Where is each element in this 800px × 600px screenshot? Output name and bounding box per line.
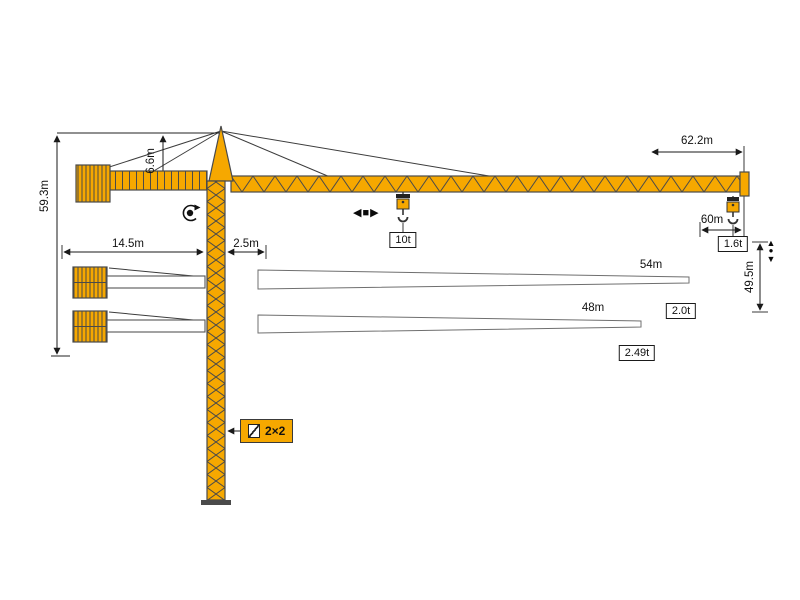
ballast-assembly-1	[72, 266, 206, 299]
jib-option-54m-bar	[257, 269, 690, 290]
rear-offset-label: 2.5m	[233, 238, 259, 250]
trolley-left-arrow-icon: ◀	[353, 207, 363, 219]
dimension-lines	[53, 135, 764, 355]
hoist-travel-icon: ▲ ● ▼	[763, 238, 779, 264]
hoist-dot-icon: ●	[768, 246, 774, 255]
tip-load-48m-box: 2.49t	[618, 345, 656, 361]
counterweight-block	[75, 164, 111, 203]
jib-option-48m-bar	[257, 314, 642, 334]
head-height-label: 6.6m	[145, 148, 157, 174]
trolley-block-icon: ■	[362, 206, 371, 219]
mast-section-box: 2×2	[240, 419, 294, 443]
jib-tip	[739, 171, 750, 197]
tip-radius-label: 60m	[700, 214, 724, 226]
tie-bars	[99, 130, 496, 178]
mast-base	[201, 500, 231, 505]
jib-length-label: 62.2m	[681, 135, 713, 147]
tower-mast	[206, 180, 226, 501]
tower-height-label: 59.3m	[39, 180, 51, 212]
tip-load-62m-box: 1.6t	[717, 236, 749, 252]
ballast-assembly-2	[72, 310, 206, 343]
counter-jib	[75, 164, 208, 203]
counterjib-radius-label: 14.5m	[112, 238, 144, 250]
main-jib	[230, 175, 741, 193]
jib-option-54m-label: 54m	[639, 259, 663, 271]
mast-section-icon	[248, 424, 260, 438]
trolley-hook	[396, 192, 410, 233]
tip-hook	[726, 196, 740, 236]
hook-height-label: 49.5m	[744, 261, 756, 293]
jib-option-bars	[257, 269, 690, 334]
trolley-travel-icon: ◀ ■ ▶	[353, 206, 380, 220]
trolley-right-arrow-icon: ▶	[370, 207, 380, 219]
mast-section-label: 2×2	[265, 424, 286, 438]
hoist-down-icon: ▼	[766, 254, 776, 264]
tip-load-54m-box: 2.0t	[665, 303, 697, 319]
max-hook-load-box: 10t	[389, 232, 417, 248]
hoist-up-icon: ▲	[766, 238, 776, 248]
slewing-icon	[182, 204, 201, 222]
jib-option-48m-label: 48m	[581, 302, 605, 314]
